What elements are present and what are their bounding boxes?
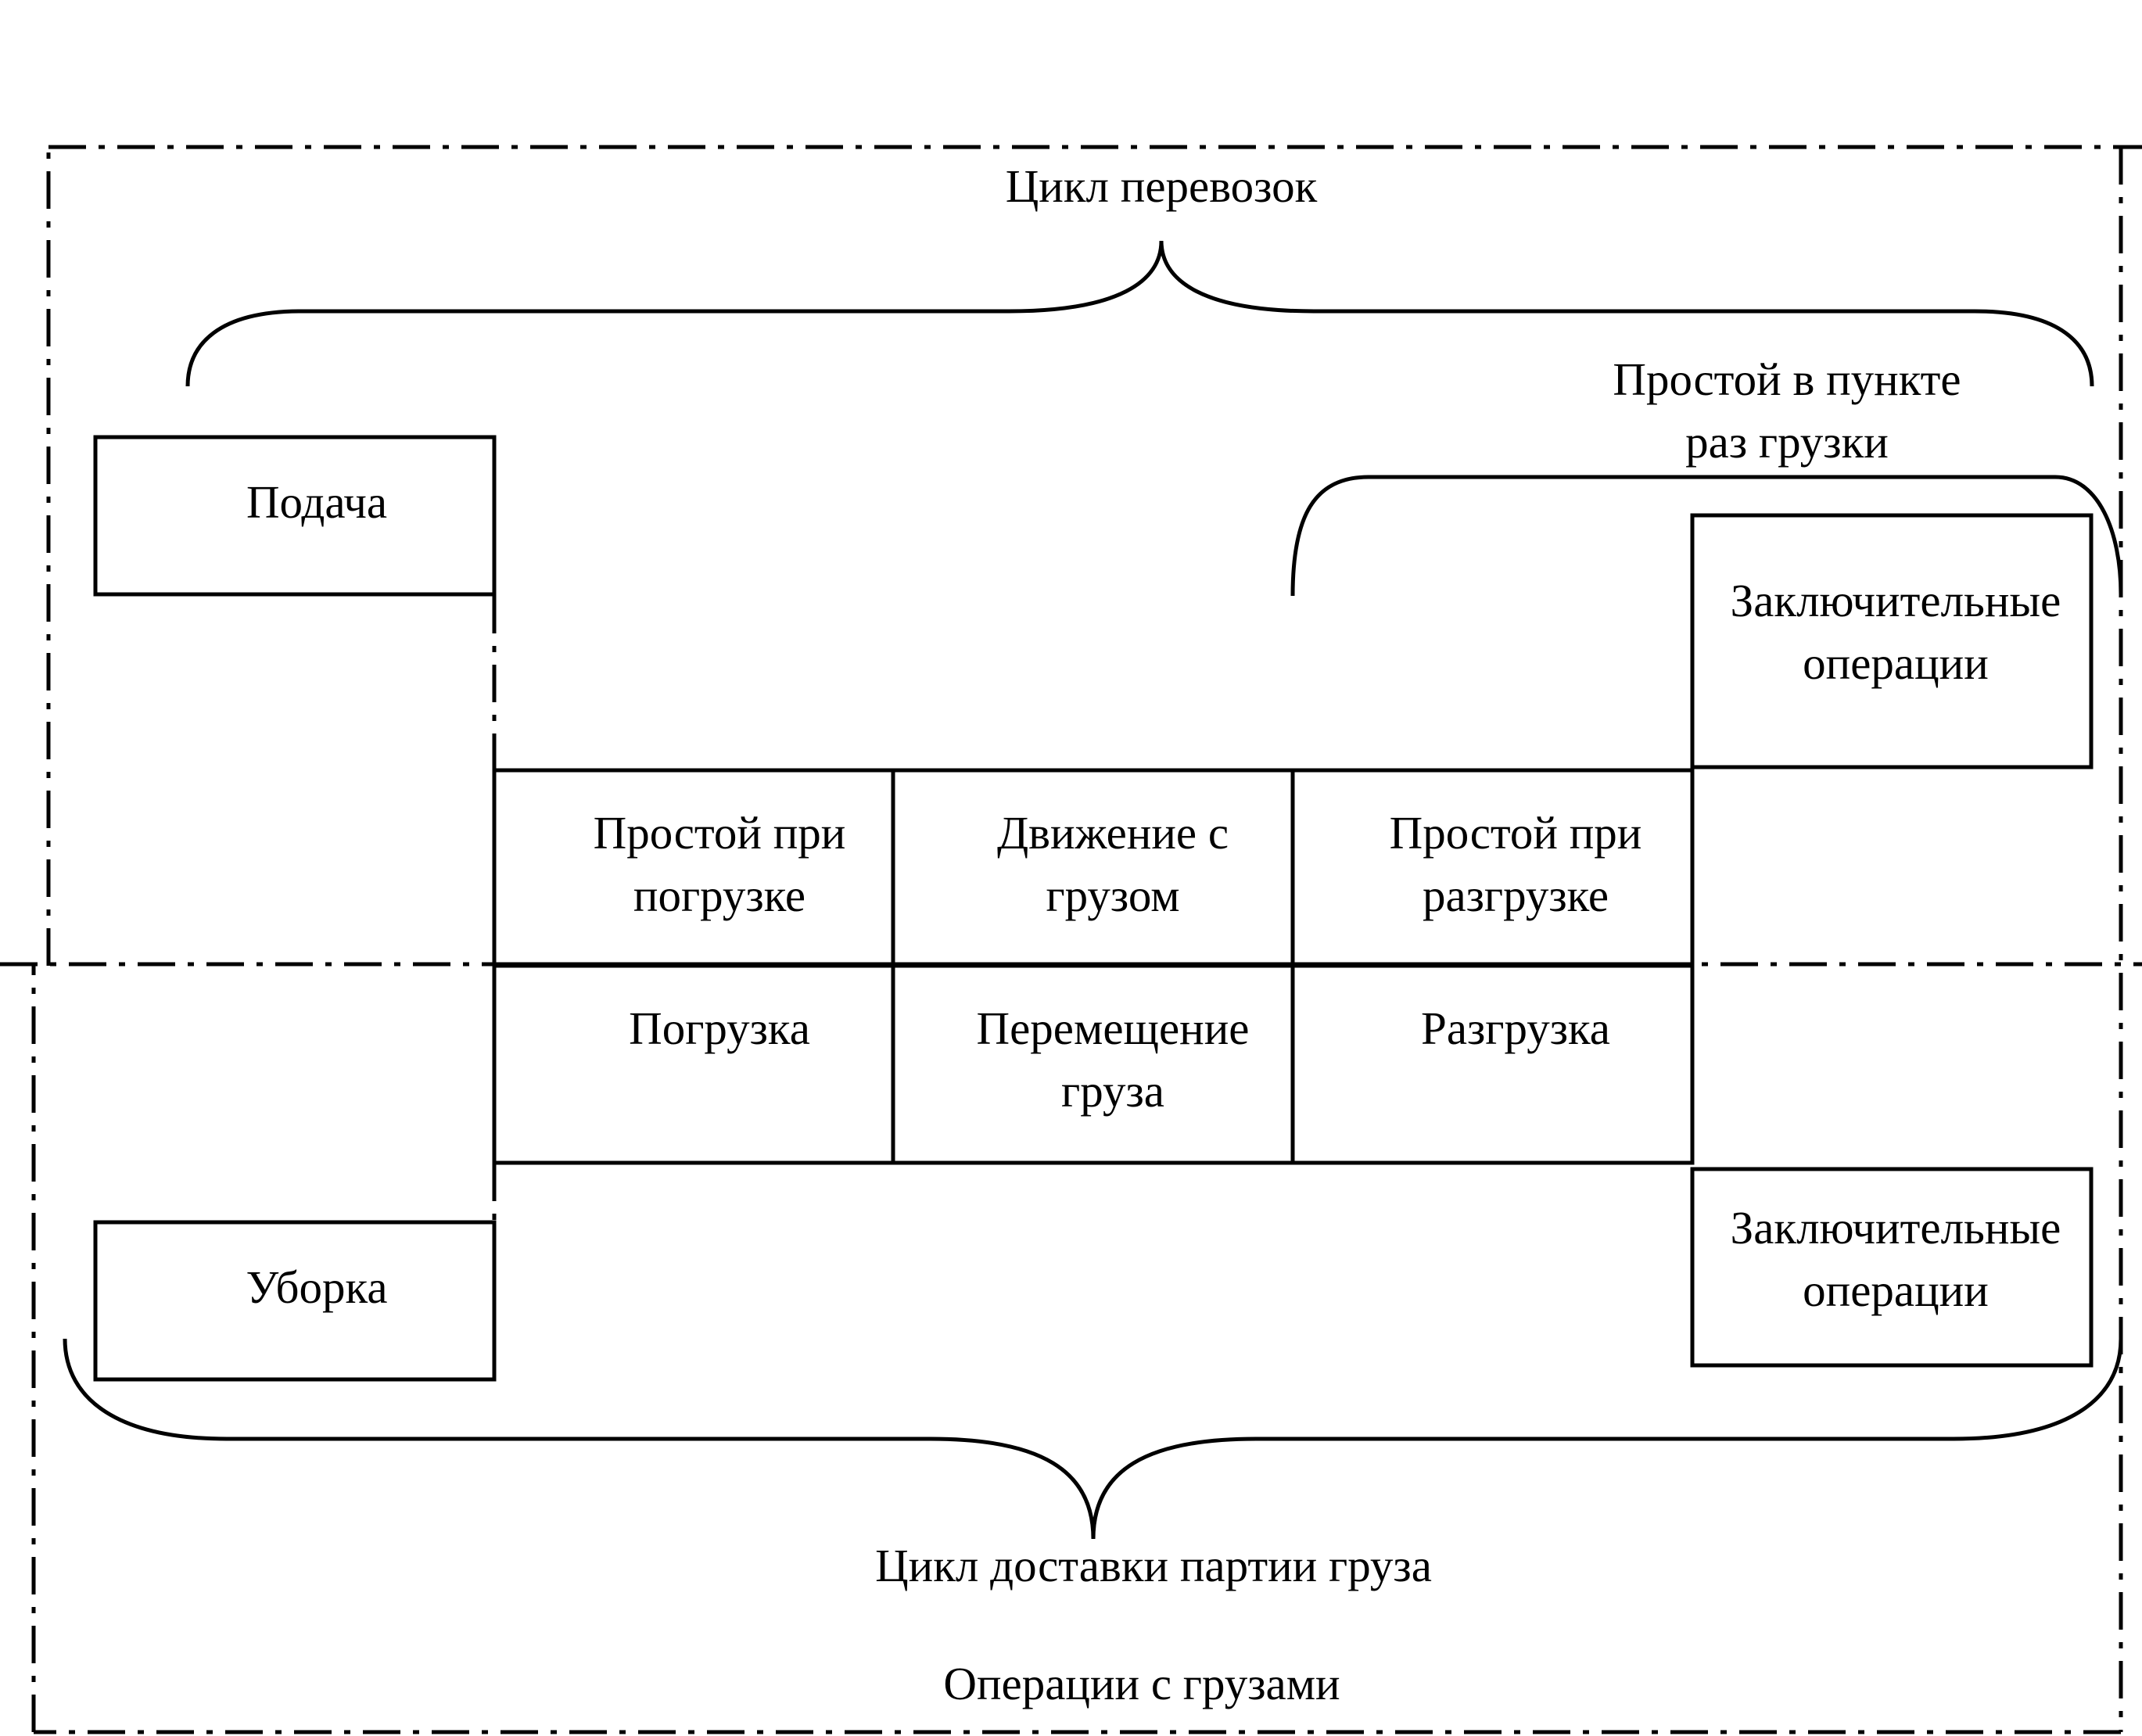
brace-delivery-cycle (63, 1338, 2123, 1540)
feed-label: Подача (246, 476, 388, 528)
brace-transport-cycle (185, 240, 2094, 387)
cargo-moving-label: Перемещение груза (976, 1003, 1250, 1117)
delivery-cycle-label: Цикл доставки партии груза (875, 1540, 1432, 1591)
process-lower-row (492, 963, 1695, 1165)
final-ops-bottom-box (1690, 1167, 2094, 1368)
unloading-label: Разгрузка (1421, 1003, 1610, 1054)
idle-loading-label: Простой при погрузке (593, 807, 846, 921)
cleanup-label: Уборка (246, 1261, 388, 1313)
final-ops-top-box (1690, 513, 2094, 769)
cleanup-box (93, 1220, 497, 1382)
unloading-idle-label: Простой в пункте раз грузки (1613, 353, 1961, 468)
brace-unloading-idle (1290, 475, 2123, 597)
cargo-operations-label: Операции с грузами (943, 1658, 1340, 1709)
feed-box (93, 435, 497, 597)
loading-label: Погрузка (629, 1003, 810, 1054)
transport-cycle-label: Цикл перевозок (1005, 160, 1318, 212)
process-grid-dividers (891, 770, 1295, 1163)
outer-frame (31, 145, 2142, 1734)
final-ops-top-label: Заключительные операции (1730, 575, 2061, 689)
final-ops-bottom-label: Заключительные операции (1730, 1202, 2061, 1316)
movement-with-cargo-label: Движение с грузом (996, 807, 1229, 921)
idle-unloading-label: Простой при разгрузке (1389, 807, 1642, 921)
